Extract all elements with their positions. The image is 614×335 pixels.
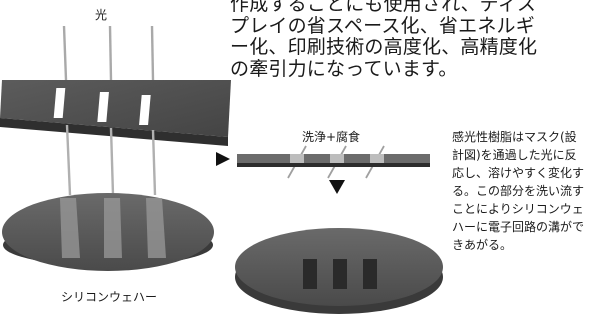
transmitted-light-rays <box>65 124 157 196</box>
wafer-cross-section <box>237 154 430 167</box>
description-line: る。この部分を洗い流す <box>452 184 585 198</box>
light-label: 光 <box>95 8 108 22</box>
right-arrow-icon <box>216 152 230 166</box>
intro-line: プレイの省スペース化、省エネルギ <box>230 14 535 37</box>
silicon-wafer-label: シリコンウェハー <box>61 290 158 304</box>
description-line: 感光性樹脂はマスク(設 <box>452 130 577 144</box>
description-line: 応し、溶けやすく変化す <box>452 166 585 180</box>
intro-paragraph: 作成することにも使用され、ディス プレイの省スペース化、省エネルギ ー化、印刷技… <box>230 0 610 80</box>
clean-etch-label: 洗浄+腐食 <box>302 130 361 144</box>
description-line: 計図)を通過した光に反 <box>452 148 577 162</box>
description-paragraph: 感光性樹脂はマスク(設 計図)を通過した光に反 応し、溶けやすく変化す る。この… <box>452 128 608 254</box>
description-line: ことによりシリコンウェ <box>452 202 584 216</box>
silicon-wafer-etched <box>235 228 443 314</box>
incoming-light-rays <box>62 25 155 81</box>
mask-plate <box>0 80 231 146</box>
intro-line: の牽引力になっています。 <box>230 57 458 80</box>
silicon-wafer-exposure <box>2 193 214 271</box>
intro-line: 作成することにも使用され、ディス <box>230 0 537 15</box>
down-arrow-icon <box>329 180 345 194</box>
description-line: ハーに電子回路の溝がで <box>452 220 585 234</box>
intro-line: ー化、印刷技術の高度化、高精度化 <box>230 36 538 58</box>
description-line: きあがる。 <box>452 238 513 252</box>
